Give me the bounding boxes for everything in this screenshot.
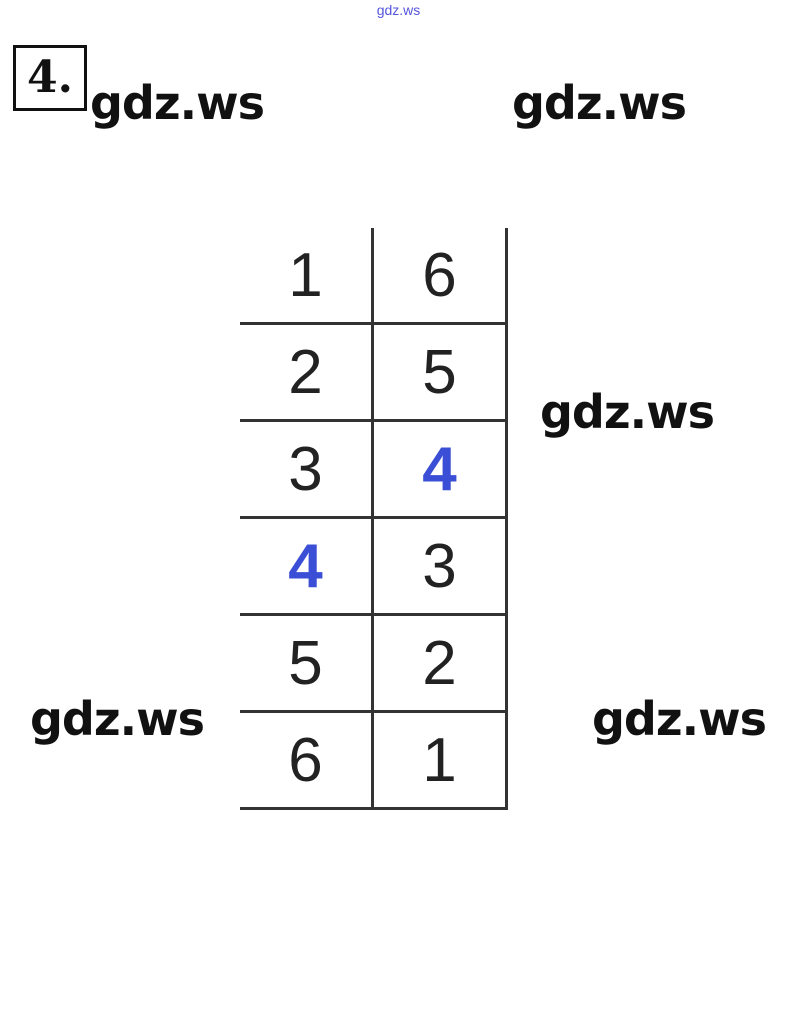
site-watermark-top: gdz.ws (376, 2, 421, 18)
table-row: 4 3 (240, 519, 508, 616)
right-cell: 3 (374, 519, 508, 613)
table-row: 3 4 (240, 422, 508, 519)
right-cell: 6 (374, 228, 508, 322)
table-row: 2 5 (240, 325, 508, 422)
watermark: gdz.ws (540, 385, 715, 439)
table-row: 5 2 (240, 616, 508, 713)
left-cell: 1 (240, 228, 374, 322)
watermark: gdz.ws (90, 76, 265, 130)
table-row: 1 6 (240, 228, 508, 325)
right-cell-answer: 4 (374, 422, 508, 516)
watermark: gdz.ws (512, 76, 687, 130)
table-row: 6 1 (240, 713, 508, 810)
left-cell: 5 (240, 616, 374, 710)
watermark: gdz.ws (30, 692, 205, 746)
right-cell: 2 (374, 616, 508, 710)
right-cell: 1 (374, 713, 508, 807)
left-cell: 2 (240, 325, 374, 419)
task-number: 4. (13, 45, 87, 111)
left-cell: 3 (240, 422, 374, 516)
watermark: gdz.ws (592, 692, 767, 746)
answer-table: 1 6 2 5 3 4 4 3 5 2 6 1 (240, 228, 508, 810)
right-cell: 5 (374, 325, 508, 419)
left-cell-answer: 4 (240, 519, 374, 613)
left-cell: 6 (240, 713, 374, 807)
